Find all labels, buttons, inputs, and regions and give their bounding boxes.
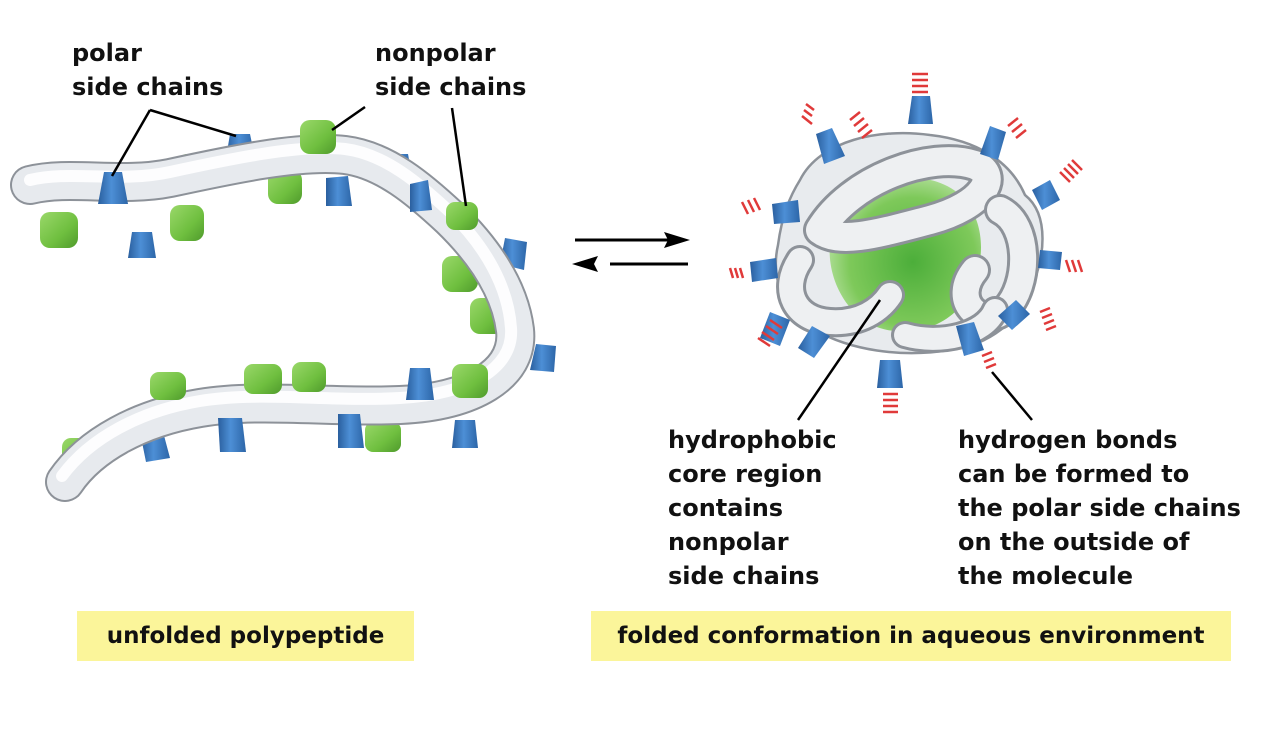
nonpolar-side-chain <box>244 364 282 394</box>
hbond-right-lower <box>1039 306 1057 332</box>
core-leader <box>796 299 882 421</box>
polar-leader-1 <box>110 109 152 177</box>
polar-side-chain <box>410 180 432 212</box>
nonpolar-side-chain <box>40 212 78 248</box>
hbond-bottom-right <box>981 350 997 370</box>
hbond-top-left <box>849 111 873 139</box>
nonpolar-side-chain <box>446 202 478 230</box>
hbond-leader <box>991 371 1033 421</box>
nonpolar-side-chain <box>268 170 302 204</box>
backbone-loop-top-fill <box>806 147 1001 251</box>
unfolded-polypeptide-chain <box>10 105 556 502</box>
backbone-highlight <box>24 142 518 482</box>
polar-side-chain <box>452 420 478 448</box>
polar-side-chain <box>406 368 434 400</box>
right-leader-lines <box>796 299 1033 421</box>
hbond-bottom-left <box>757 318 783 348</box>
nonpolar-side-chain <box>150 372 186 400</box>
unfolded-polypeptide-caption: unfolded polypeptide <box>77 611 414 661</box>
equilibrium-arrows <box>572 232 690 272</box>
polar-side-chain <box>128 232 156 258</box>
nonpolar-leader-1 <box>331 105 366 132</box>
hbond-right <box>1064 259 1084 273</box>
hbond-upper-left <box>801 103 815 125</box>
nonpolar-leader-2 <box>450 107 468 207</box>
hydrophobic-core-label: hydrophobic core region contains nonpola… <box>668 426 837 590</box>
hydrogen-bonds-label: hydrogen bonds can be formed to the pola… <box>958 426 1241 590</box>
polar-side-chain <box>530 344 556 372</box>
forward-arrowhead <box>664 232 690 248</box>
nonpolar-side-chain <box>365 422 401 452</box>
folded-protein <box>728 72 1084 421</box>
polar-side-chains-label: polar side chains <box>72 39 224 101</box>
polar-side-chain <box>98 172 128 204</box>
hbond-left <box>728 267 745 279</box>
hbond-top-right <box>1007 117 1027 139</box>
hydrogen-bond-dashes <box>728 72 1084 414</box>
polar-side-chain <box>338 414 364 448</box>
nonpolar-side-chain <box>170 205 204 241</box>
hbond-right-upper <box>1059 159 1083 183</box>
folded-conformation-caption: folded conformation in aqueous environme… <box>591 611 1231 661</box>
nonpolar-side-chain <box>300 120 336 154</box>
polar-side-chain <box>326 176 352 206</box>
reverse-arrowhead <box>572 256 598 272</box>
backbone-loop-left-fill <box>779 248 902 335</box>
left-leader-lines <box>110 105 468 207</box>
nonpolar-side-chains-label: nonpolar side chains <box>375 39 527 101</box>
surface-polar-side-chains <box>750 96 1062 388</box>
hbond-bottom <box>883 392 898 414</box>
nonpolar-side-chain <box>292 362 326 392</box>
nonpolar-side-chain <box>452 364 488 398</box>
hbond-top <box>912 72 928 94</box>
front-side-chains <box>98 120 488 452</box>
polar-side-chain <box>218 418 246 452</box>
polar-leader-2 <box>149 108 237 138</box>
hbond-upper-left-2 <box>740 197 762 215</box>
